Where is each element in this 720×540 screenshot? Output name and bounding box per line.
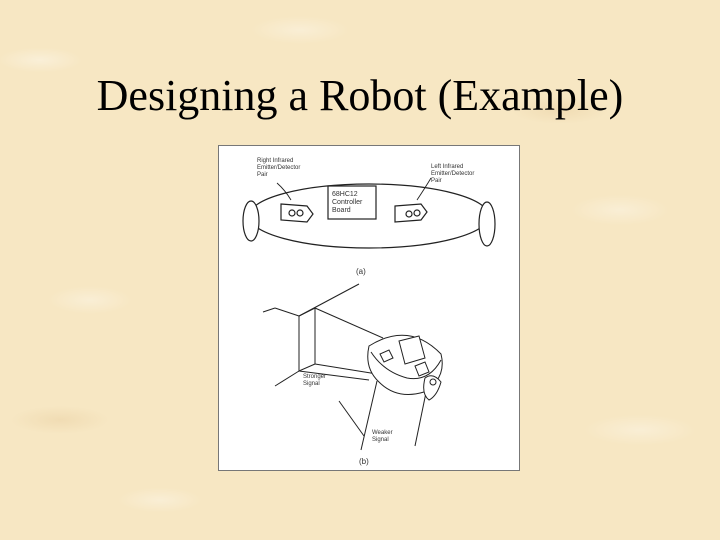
beam-bottom-right [314, 363, 378, 375]
beam-top-right [314, 307, 384, 339]
front-sensor-2 [414, 361, 430, 377]
front-sensor-1 [379, 349, 394, 363]
right-sensor-lens-1 [288, 209, 296, 217]
robot-perspective-view [262, 283, 443, 451]
left-wheel [242, 200, 260, 242]
left-sensor-lens-2 [413, 209, 421, 217]
robot-top-view [242, 177, 496, 249]
caption-a: (a) [356, 267, 366, 276]
wheel-hub [429, 378, 437, 386]
weak-beam-1 [360, 380, 378, 451]
left-pair-leader [416, 177, 432, 201]
beam-ext-2 [274, 370, 300, 387]
robot-wheel-perspective [423, 375, 442, 401]
caption-b: (b) [359, 457, 369, 466]
beam-ext-3 [262, 307, 276, 313]
beam-bottom-left [298, 370, 370, 381]
controller-board-perspective [398, 335, 426, 365]
slide-title: Designing a Robot (Example) [96, 71, 624, 120]
beam-top-left [298, 283, 360, 317]
controller-board [327, 185, 377, 220]
right-wheel [478, 201, 496, 247]
left-sensor-pair [394, 203, 428, 223]
wall-panel [298, 307, 316, 372]
left-sensor-lens-1 [405, 210, 413, 218]
beam-ext-1 [274, 307, 300, 317]
weak-beam-3 [338, 400, 365, 437]
right-sensor-lens-2 [296, 209, 304, 217]
right-pair-leader [276, 182, 292, 201]
robot-body-rim [370, 351, 442, 380]
